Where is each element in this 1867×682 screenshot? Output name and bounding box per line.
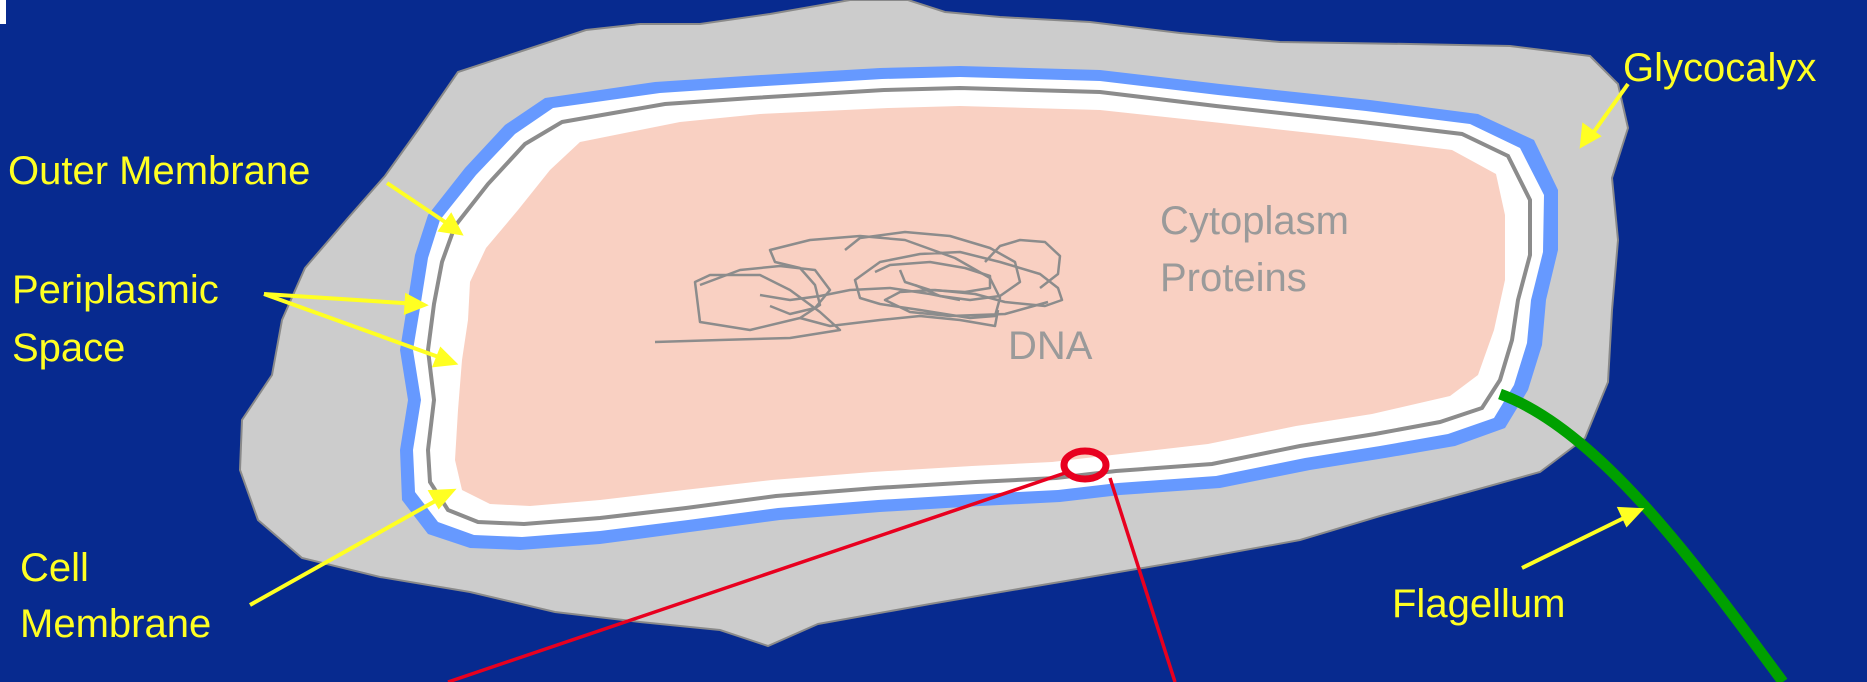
proteins-label: Proteins bbox=[1160, 254, 1307, 302]
cytoplasm-label: Cytoplasm bbox=[1160, 197, 1349, 245]
outer-membrane-label: Outer Membrane bbox=[8, 147, 310, 195]
cell-membrane-label-line1: Cell bbox=[20, 544, 89, 592]
periplasmic-label-line1: Periplasmic bbox=[12, 266, 219, 314]
glycocalyx-label: Glycocalyx bbox=[1623, 44, 1816, 92]
flagellum-label: Flagellum bbox=[1392, 580, 1565, 628]
dna-label: DNA bbox=[1008, 322, 1092, 370]
periplasmic-label-line2: Space bbox=[12, 324, 125, 372]
flagellum-arrow bbox=[1522, 514, 1632, 568]
cell-membrane-label-line2: Membrane bbox=[20, 600, 211, 648]
flagellum-arrowhead bbox=[1620, 509, 1640, 524]
